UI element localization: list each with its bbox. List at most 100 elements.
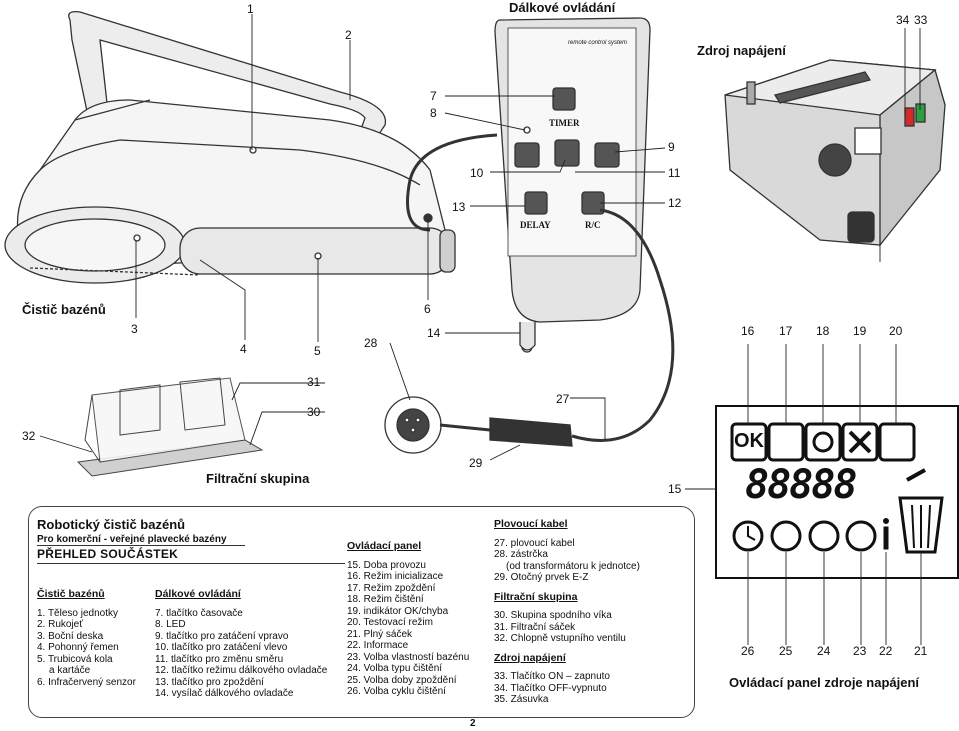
legend-col-cleaner-header: Čistič bazénů	[37, 588, 105, 600]
callout-9: 9	[668, 140, 675, 154]
remote-delay-label: DELAY	[520, 220, 551, 230]
filter-drawing	[76, 377, 264, 477]
label-remote: Dálkové ovládání	[509, 0, 616, 15]
callout-12: 12	[668, 196, 682, 210]
list-item: 3. Boční deska	[37, 630, 104, 642]
callout-34: 34	[896, 13, 910, 27]
power-supply-drawing	[724, 59, 946, 247]
callout-11: 11	[668, 166, 681, 180]
callout-29: 29	[469, 456, 483, 470]
remote-control-drawing	[494, 17, 651, 353]
list-item: 23. Volba vlastností bazénu	[347, 651, 470, 663]
list-item: 9. tlačítko pro zatáčení vpravo	[155, 630, 289, 642]
callout-16: 16	[741, 324, 755, 338]
list-item: 16. Režim inicializace	[347, 571, 444, 582]
list-item: a kartáče	[49, 665, 91, 676]
list-item: 25. Volba doby zpoždění	[347, 674, 457, 686]
legend-title: Robotický čistič bazénů	[37, 517, 186, 532]
callout-30: 30	[307, 405, 321, 419]
legend-rule	[37, 545, 245, 546]
callout-5: 5	[314, 344, 321, 358]
callout-17: 17	[779, 324, 793, 338]
list-item: 35. Zásuvka	[494, 694, 549, 705]
list-item: 30. Skupina spodního víka	[494, 610, 612, 621]
legend-subtitle: Pro komerční - veřejné plavecké bazény	[37, 534, 227, 545]
list-item: 2. Rukojeť	[37, 619, 83, 630]
list-item: 31. Filtrační sáček	[494, 621, 576, 633]
legend-col-panel: Ovládací panel 15. Doba provozu 16. Reži…	[347, 540, 487, 698]
plug-cable-drawing	[384, 208, 675, 454]
callout-31: 31	[307, 375, 321, 389]
list-item: 4. Pohonný řemen	[37, 642, 119, 653]
legend-col-filter-header: Filtrační skupina	[494, 590, 578, 603]
list-item: 19. indikátor OK/chyba	[347, 605, 449, 617]
label-filter: Filtrační skupina	[206, 471, 310, 486]
legend-col-remote: Dálkové ovládání 7. tlačítko časovače 8.…	[155, 588, 355, 700]
leader-lines	[39, 14, 922, 645]
callout-8: 8	[430, 106, 437, 120]
list-item: 33. Tlačítko ON – zapnuto	[494, 671, 610, 682]
callout-19: 19	[853, 324, 867, 338]
list-item: 18. Režim čištění	[347, 594, 424, 605]
legend-col-cable: Plovoucí kabel 27. plovoucí kabel 28. zá…	[494, 518, 689, 706]
callout-28: 28	[364, 336, 378, 350]
list-item: 24. Volba typu čištění	[347, 663, 443, 674]
callout-20: 20	[889, 324, 903, 338]
legend-col-power-header: Zdroj napájení	[494, 651, 566, 664]
lcd-digits: 88888	[745, 462, 857, 508]
legend-col-cleaner: Čistič bazénů 1. Těleso jednotky 2. Ruko…	[37, 588, 157, 688]
callout-13: 13	[452, 200, 466, 214]
remote-timer-label: TIMER	[549, 118, 580, 128]
list-item: 7. tlačítko časovače	[155, 607, 243, 619]
label-power-panel: Ovládací panel zdroje napájení	[729, 675, 920, 690]
callout-22: 22	[879, 644, 893, 658]
label-power-supply: Zdroj napájení	[697, 43, 786, 58]
list-item: 32. Chlopně vstupního ventilu	[494, 633, 626, 644]
list-item: 22. Informace	[347, 640, 409, 651]
list-item: 1. Těleso jednotky	[37, 607, 118, 619]
list-item: 26. Volba cyklu čištění	[347, 686, 446, 697]
callout-3: 3	[131, 322, 138, 336]
list-item: 20. Testovací režim	[347, 617, 433, 628]
page-number: 2	[470, 718, 476, 729]
list-item: 29. Otočný prvek E-Z	[494, 572, 589, 583]
callout-27: 27	[556, 392, 570, 406]
list-item: 34. Tlačítko OFF-vypnuto	[494, 682, 607, 694]
list-item: 11. tlačítko pro změnu směru	[155, 653, 284, 665]
list-item: (od transformátoru k jednotce)	[506, 560, 640, 572]
list-item: 6. Infračervený senzor	[37, 676, 136, 688]
callout-23: 23	[853, 644, 867, 658]
callout-25: 25	[779, 644, 793, 658]
list-item: 21. Plný sáček	[347, 628, 413, 640]
callout-7: 7	[430, 89, 437, 103]
callout-10: 10	[470, 166, 484, 180]
legend-col-cable-header: Plovoucí kabel	[494, 518, 568, 530]
list-item: 13. tlačítko pro zpoždění	[155, 676, 264, 688]
callout-1: 1	[247, 2, 254, 16]
callout-32: 32	[22, 429, 36, 443]
legend-rule-2	[37, 563, 345, 564]
list-item: 17. Režim zpoždění	[347, 582, 436, 594]
list-item: 14. vysílač dálkového ovladače	[155, 688, 294, 699]
legend-col-panel-header: Ovládací panel	[347, 540, 422, 552]
callout-24: 24	[817, 644, 831, 658]
callout-15: 15	[668, 482, 682, 496]
callout-33: 33	[914, 13, 928, 27]
list-item: 10. tlačítko pro zatáčení vlevo	[155, 642, 288, 653]
lcd-ok-icon: OK	[734, 430, 764, 452]
callout-14: 14	[427, 326, 441, 340]
list-item: 5. Trubicová kola	[37, 653, 113, 665]
callout-2: 2	[345, 28, 352, 42]
legend-heading: PŘEHLED SOUČÁSTEK	[37, 547, 179, 561]
callout-21: 21	[914, 644, 928, 658]
legend-col-remote-header: Dálkové ovládání	[155, 588, 241, 600]
legend-box: Robotický čistič bazénů Pro komerční - v…	[28, 506, 695, 718]
list-item: 28. zástrčka	[494, 549, 548, 560]
list-item: 8. LED	[155, 619, 186, 630]
list-item: 27. plovoucí kabel	[494, 537, 575, 549]
callout-6: 6	[424, 302, 431, 316]
list-item: 15. Doba provozu	[347, 559, 426, 571]
label-cleaner: Čistič bazénů	[22, 302, 106, 317]
callout-26: 26	[741, 644, 755, 658]
